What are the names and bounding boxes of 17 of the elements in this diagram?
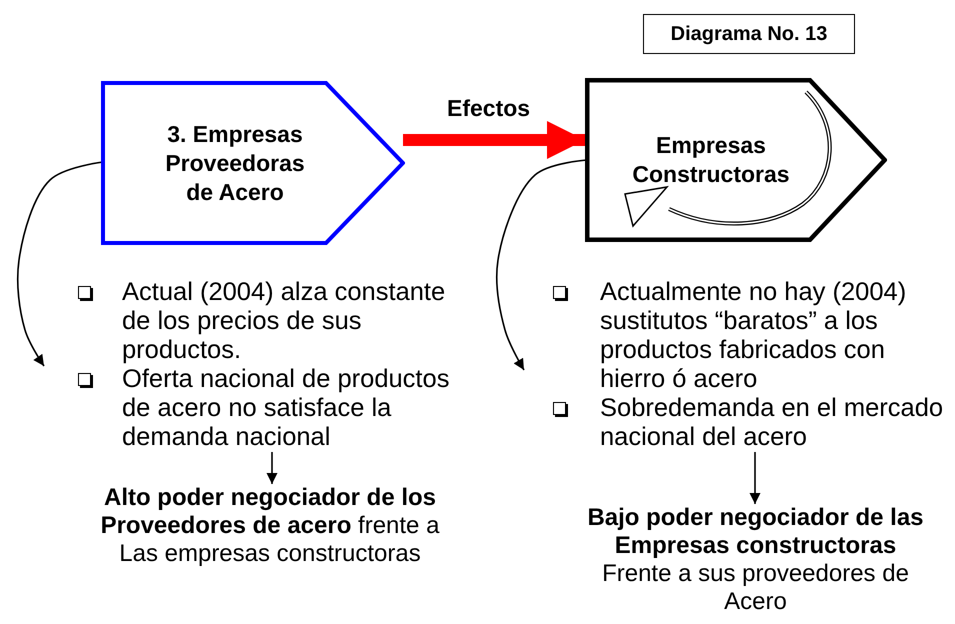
block-arrow [403, 121, 585, 159]
bullet-text: Actual (2004) alza constante de los precios de sus productos. [122, 278, 446, 365]
arrow [750, 452, 760, 504]
arrow [266, 452, 278, 484]
box-title: Empresas Constructoras [631, 131, 791, 189]
bullet-text: Actualmente no hay (2004) sustitutos “baratos” a los productos fabricados con hierro ó acero [600, 278, 908, 394]
conclusion-text: Frente a sus proveedores de Acero [601, 560, 910, 616]
diagram-number-box: Diagrama No. 13 [643, 14, 855, 54]
bullet-text: Sobredemanda en el mercado nacional del acero [600, 394, 944, 452]
pentagon-arrow-box [585, 78, 887, 242]
conclusion-text: Bajo poder negociador de las Empresas constructoras [586, 504, 925, 560]
conclusion-text: Alto poder negociador de los Proveedores de acero frente a Las empresas constructoras [100, 484, 440, 568]
bullet-text: Oferta nacional de productos de acero no satisface la demanda nacional [122, 365, 450, 452]
arrow [16, 161, 104, 366]
pentagon-arrow-box [101, 81, 405, 245]
arrow [496, 159, 588, 370]
box-title: 3. Empresas Proveedoras de Acero [164, 120, 306, 206]
